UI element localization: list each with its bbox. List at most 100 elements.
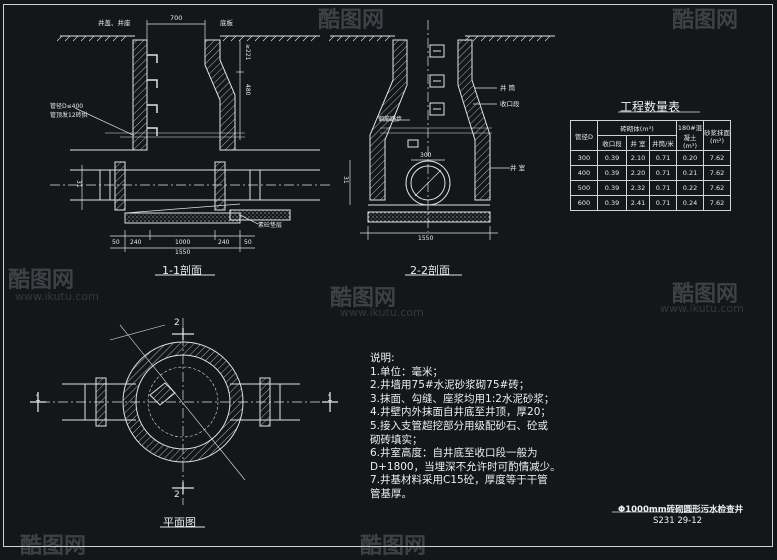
cell: 0.71	[649, 180, 677, 196]
base-slope-1	[229, 209, 291, 221]
cell: 0.39	[597, 180, 627, 196]
notes-title: 说明:	[370, 352, 395, 364]
cell: 0.39	[597, 195, 627, 211]
label-pipe-note-2: 管顶发12砖拱	[50, 112, 88, 119]
note-line: 3.抹面、勾缝、座浆均用1:2水泥砂浆；	[370, 392, 555, 405]
watermark-url: www.ikutu.com	[340, 306, 424, 319]
table-subheader-row: 收口段 井 室 井筒/米	[571, 135, 731, 151]
plan-title: 平面图	[163, 516, 196, 529]
label-dim-50b: 50	[244, 239, 252, 246]
note-line: 6.井室高度：自井底至收口段一般为	[370, 447, 538, 460]
label-dim-50a: 50	[112, 239, 120, 246]
label-well-neck: 井 筒	[500, 84, 516, 92]
cell: 2.20	[626, 165, 650, 181]
base-2	[367, 211, 491, 223]
watermark-url: www.ikutu.com	[660, 302, 744, 315]
label-dim-480: 480	[244, 84, 251, 96]
right-wall-1	[204, 39, 236, 151]
label-sec2-dim-31: 31	[342, 176, 349, 184]
left-wall-1	[132, 39, 148, 151]
plan-mark-top: 2	[174, 318, 180, 328]
plan-mark-left: 1	[35, 394, 41, 404]
section-1-1-title: 1-1剖面	[162, 264, 202, 277]
th-room: 井 室	[626, 135, 650, 151]
cell: 0.71	[649, 165, 677, 181]
watermark-logo: 酷图网	[360, 534, 427, 559]
label-well-room: 井 室	[510, 164, 526, 172]
label-sec2-dim-1550: 1550	[418, 235, 434, 242]
th-pipe: 管径D	[570, 120, 598, 151]
cell: 0.71	[649, 195, 677, 211]
plan-view	[30, 318, 338, 528]
dims-2	[349, 87, 510, 240]
cell: 0.39	[597, 165, 627, 181]
label-ladder: 钢筋踏步	[378, 116, 403, 123]
section-markers	[30, 328, 338, 494]
th-brick: 砖砌体(m³)	[597, 120, 677, 136]
note-line: D+1800，当埋深不允许时可酌情减少。	[370, 460, 561, 473]
cell: 2.41	[626, 195, 650, 211]
cell: 500	[570, 180, 598, 196]
cell: 400	[570, 165, 598, 181]
label-dim-700: 700	[170, 14, 183, 22]
watermark-logo: 酷图网	[330, 286, 397, 311]
cell: 7.62	[703, 180, 731, 196]
table-row: 600 0.39 2.41 0.71 0.24 7.62	[570, 195, 731, 211]
cell: 7.62	[703, 165, 731, 181]
watermark-logo: 酷图网	[8, 268, 75, 293]
label-dim-240a: 240	[130, 239, 142, 246]
cell: 0.24	[676, 195, 704, 211]
watermark-logo: 酷图网	[20, 534, 87, 559]
drawing-code: S231 29-12	[653, 516, 703, 526]
cell: 0.22	[676, 180, 704, 196]
cell: 0.20	[676, 150, 704, 166]
cell: 600	[570, 195, 598, 211]
label-sec1-dim-31: 31	[75, 180, 82, 188]
cell: 2.10	[626, 150, 650, 166]
table-header-row: 管径D 砖砌体(m³) 180#混凝土(m³) 砂浆抹面(m²)	[570, 120, 731, 151]
th-neck: 井筒/米	[649, 135, 677, 151]
note-line: 5.接入支管超挖部分用级配砂石、砼或	[370, 419, 549, 432]
ground-line-2	[328, 35, 555, 42]
watermark-logo: 酷图网	[672, 8, 739, 33]
label-base: 素砼垫层	[258, 222, 283, 229]
dims-1	[74, 20, 259, 252]
cell: 0.21	[676, 165, 704, 181]
table-row: 500 0.39 2.32 0.71 0.22 7.62	[570, 180, 731, 196]
ladder-steps-1	[147, 54, 158, 136]
watermark-logo: 酷图网	[318, 8, 385, 33]
section-1-1	[50, 20, 330, 276]
table-row: 400 0.39 2.20 0.71 0.21 7.62	[570, 165, 731, 181]
section-2-2-title: 2-2剖面	[410, 264, 450, 277]
cell: 2.32	[626, 180, 650, 196]
pipe-1	[50, 132, 330, 211]
cell: 0.71	[649, 150, 677, 166]
quantity-table: 管径D 砖砌体(m³) 180#混凝土(m³) 砂浆抹面(m²) 收口段 井 室…	[570, 120, 731, 211]
ground-line-1	[56, 35, 320, 42]
label-slab: 底板	[220, 19, 233, 27]
drawing-title: Φ1000mm砖砌圆形污水检查井	[618, 505, 744, 515]
label-sec2-dim-300: 300	[420, 152, 432, 159]
cell: 7.62	[703, 195, 731, 211]
design-notes: 说明: 1.单位：毫米； 2.井墙用75#水泥砂浆砌75#砖； 3.抹面、勾缝、…	[370, 352, 595, 502]
ladder-steps-2	[407, 44, 445, 148]
watermark-url: www.ikutu.com	[15, 290, 99, 303]
cell: 7.62	[703, 150, 731, 166]
th-concrete: 180#混凝土(m³)	[676, 120, 704, 151]
note-line: 1.单位：毫米；	[370, 365, 444, 378]
cell: 300	[570, 150, 598, 166]
base-1	[124, 212, 241, 224]
th-collect: 收口段	[597, 135, 627, 151]
note-line: 2.井墙用75#水泥砂浆砌75#砖；	[370, 379, 530, 392]
label-well-cover: 井盖、井座	[98, 19, 131, 27]
label-collect: 收口段	[500, 100, 520, 108]
note-line: 管基厚。	[370, 487, 412, 500]
section-2-2	[328, 20, 555, 276]
note-line: 砌砖填实；	[370, 433, 423, 446]
plan-mark-bottom: 2	[174, 490, 180, 500]
plan-mark-right: 1	[327, 394, 333, 404]
cell: 0.39	[597, 150, 627, 166]
label-pipe-note-1: 管径D≤400	[50, 103, 84, 110]
label-dim-1000: 1000	[175, 239, 191, 246]
